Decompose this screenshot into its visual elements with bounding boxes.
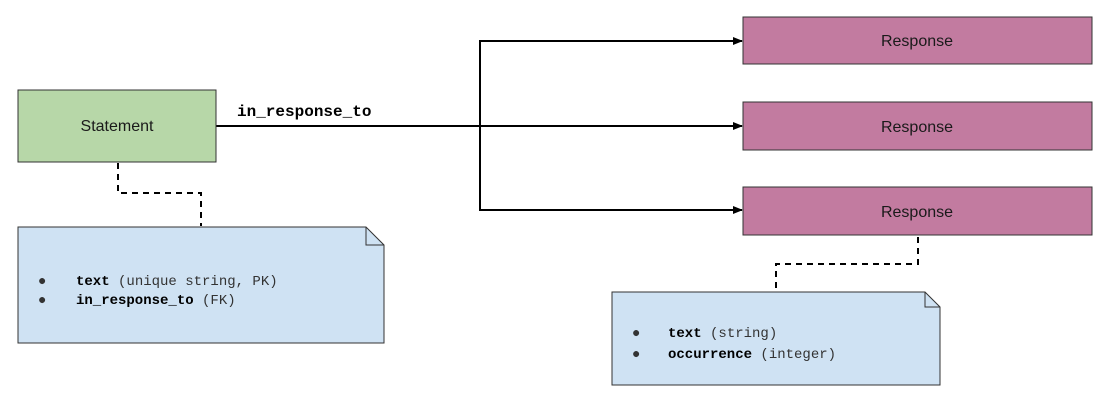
statement-note-shape	[17, 226, 385, 344]
response-box-1	[742, 16, 1093, 65]
response-node-1[interactable]: Response	[742, 16, 1093, 65]
statement-note-item-1-detail: (unique string, PK)	[110, 274, 278, 290]
response-note-item-1-name: text	[668, 326, 702, 342]
statement-note-item-1-name: text	[76, 274, 110, 290]
response-note-fold	[924, 292, 940, 308]
response-note-dashed-link	[775, 237, 919, 292]
response-node-2[interactable]: Response	[742, 101, 1093, 151]
response-box-2	[742, 101, 1093, 151]
response-note-bullet-1: ●	[632, 326, 640, 342]
response-note-item-2-detail: (integer)	[752, 347, 836, 363]
response-label-1: Response	[881, 33, 953, 50]
statement-note-item-2: in_response_to (FK)	[76, 293, 236, 309]
statement-note-item-1: text (unique string, PK)	[76, 274, 278, 290]
response-note-item-2-name: occurrence	[668, 347, 752, 363]
response-box-3	[742, 186, 1093, 236]
response-note-item-2: occurrence (integer)	[668, 347, 836, 363]
response-note-item-1-detail: (string)	[702, 326, 778, 342]
response-label-3: Response	[881, 204, 953, 221]
statement-note[interactable]: ● text (unique string, PK) ● in_response…	[17, 226, 385, 344]
edge-label-in-response-to: in_response_to	[237, 103, 371, 121]
statement-note-bullet-1: ●	[38, 274, 46, 290]
response-label-2: Response	[881, 119, 953, 136]
response-note-shape	[611, 291, 941, 386]
response-note[interactable]: ● text (string) ● occurrence (integer)	[611, 291, 941, 386]
response-note-bullet-2: ●	[632, 347, 640, 363]
statement-note-fold	[365, 227, 384, 246]
statement-box	[17, 89, 217, 163]
edge-branch-to-response-3	[479, 126, 743, 214]
response-note-item-1: text (string)	[668, 326, 777, 342]
statement-node[interactable]: Statement	[17, 89, 217, 163]
edge-branch-to-response-1	[479, 37, 743, 126]
connectors	[117, 37, 919, 292]
statement-note-item-2-detail: (FK)	[194, 293, 236, 309]
statement-note-bullet-2: ●	[38, 293, 46, 309]
statement-label: Statement	[81, 118, 154, 135]
statement-note-item-2-name: in_response_to	[76, 293, 194, 309]
statement-note-dashed-link	[117, 163, 202, 226]
response-node-3[interactable]: Response	[742, 186, 1093, 236]
